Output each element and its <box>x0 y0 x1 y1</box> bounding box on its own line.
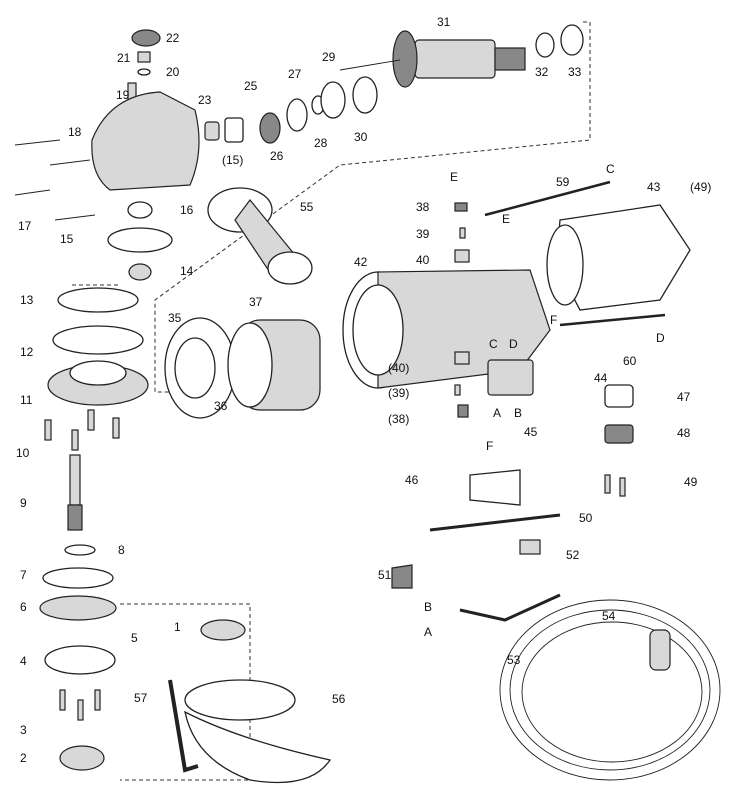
callout-label: 52 <box>566 548 580 562</box>
callout-label: D <box>509 337 518 351</box>
callout-label: 6 <box>20 600 27 614</box>
callout-label: 21 <box>117 51 131 65</box>
callout-label: E <box>450 170 458 184</box>
callout-label: 32 <box>535 65 549 79</box>
callout-label: 42 <box>354 255 368 269</box>
callout-label: 50 <box>579 511 593 525</box>
callout-label: 3 <box>20 723 27 737</box>
callout-label: 19 <box>116 88 130 102</box>
callout-label: C <box>489 337 498 351</box>
callout-label: 55 <box>300 200 314 214</box>
callout-label: 59 <box>556 175 570 189</box>
callout-label: 48 <box>677 426 691 440</box>
callout-label: D <box>656 331 665 345</box>
armature <box>339 30 526 88</box>
callout-label: 45 <box>524 425 538 439</box>
callout-label: 13 <box>20 293 34 307</box>
callout-label: 4 <box>20 654 27 668</box>
callout-label: 49 <box>684 475 698 489</box>
callout-label: (49) <box>690 180 711 194</box>
callout-label: B <box>514 406 522 420</box>
callout-label: 12 <box>20 345 34 359</box>
callout-label: 20 <box>166 65 180 79</box>
callout-label: 39 <box>416 227 430 241</box>
callout-label: C <box>606 162 615 176</box>
callout-label: A <box>424 625 432 639</box>
callout-label: 44 <box>594 371 608 385</box>
callout-label: 56 <box>332 692 346 706</box>
callout-label: 37 <box>249 295 263 309</box>
callout-label: 35 <box>168 311 182 325</box>
callout-label: (38) <box>388 412 409 426</box>
callout-label: 36 <box>214 399 228 413</box>
callout-label: F <box>486 439 493 453</box>
callout-label: 54 <box>602 609 616 623</box>
callout-label: 40 <box>416 253 430 267</box>
callout-label: 53 <box>507 653 521 667</box>
callout-label: 1 <box>174 620 181 634</box>
callout-label: 33 <box>568 65 582 79</box>
callout-label: 14 <box>180 264 194 278</box>
callout-label: 7 <box>20 568 27 582</box>
callout-label: 10 <box>16 446 30 460</box>
callout-label: 8 <box>118 543 125 557</box>
callout-label: 17 <box>18 219 32 233</box>
callout-label: 51 <box>378 568 392 582</box>
callout-label: 27 <box>288 67 302 81</box>
callout-label: (15) <box>222 153 243 167</box>
callout-label: B <box>424 600 432 614</box>
bearing-32 <box>535 32 555 58</box>
callout-label: 2 <box>20 751 27 765</box>
bearing-33 <box>560 24 584 56</box>
callout-label: (39) <box>388 386 409 400</box>
callout-label: 38 <box>416 200 430 214</box>
callout-label: 26 <box>270 149 284 163</box>
callout-label: 29 <box>322 50 336 64</box>
callout-label: 47 <box>677 390 691 404</box>
callout-label: 57 <box>134 691 148 705</box>
callout-label: 25 <box>244 79 258 93</box>
callout-label: 46 <box>405 473 419 487</box>
callout-label: 5 <box>131 631 138 645</box>
callout-label: A <box>493 406 501 420</box>
callout-label: (40) <box>388 361 409 375</box>
callout-label: 15 <box>60 232 74 246</box>
callout-label: 23 <box>198 93 212 107</box>
callout-label: 22 <box>166 31 180 45</box>
callout-label: 28 <box>314 136 328 150</box>
callout-label: 18 <box>68 125 82 139</box>
callout-label: 60 <box>623 354 637 368</box>
parts <box>14 24 721 784</box>
callout-label: F <box>550 313 557 327</box>
callout-label: E <box>502 212 510 226</box>
callout-label: 30 <box>354 130 368 144</box>
callout-label: 31 <box>437 15 451 29</box>
callout-label: 9 <box>20 496 27 510</box>
callout-label: 11 <box>20 393 33 407</box>
callout-label: 16 <box>180 203 194 217</box>
callout-label: 43 <box>647 180 661 194</box>
